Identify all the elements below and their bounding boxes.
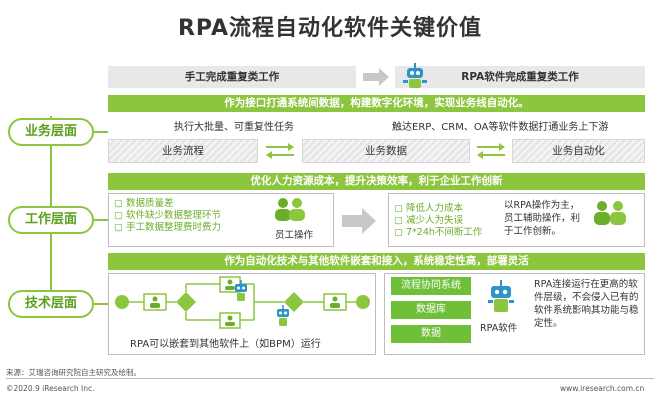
header-rpa-label: RPA软件完成重复类工作 bbox=[395, 66, 645, 88]
footer-source: 来源：艾瑞咨询研究院自主研究及绘制。 bbox=[6, 368, 141, 377]
flow-business-process: 业务流程 bbox=[108, 139, 258, 163]
arrow-right-icon bbox=[340, 206, 378, 236]
tech-robot-caption: RPA软件 bbox=[480, 323, 518, 334]
robot-icon bbox=[274, 305, 292, 327]
robot-people-icon bbox=[590, 199, 640, 227]
page-title: RPA流程自动化软件关键价值 bbox=[177, 16, 483, 41]
tech-left-caption: RPA可以嵌套到其他软件上（如BPM）运行 bbox=[130, 339, 321, 350]
tech-layer-pill: 技术层面 bbox=[8, 290, 94, 318]
employee-icon bbox=[270, 196, 310, 222]
footer-copyright: ©2020.9 iResearch Inc. bbox=[6, 384, 95, 393]
list-item: ▢ 软件缺少数据整理环节 bbox=[114, 210, 222, 221]
robot-icon bbox=[487, 280, 515, 314]
tech-bar: 作为自动化技术与其他软件嵌套和接入，系统稳定性高，部署灵活 bbox=[108, 253, 645, 270]
arrow-right-icon bbox=[361, 66, 391, 88]
work-layer-pill: 工作层面 bbox=[8, 206, 94, 234]
list-item: ▢ 7*24h不间断工作 bbox=[394, 227, 483, 238]
footer-site: www.iresearch.com.cn bbox=[560, 384, 645, 393]
robot-icon bbox=[402, 62, 428, 90]
swap-arrows-icon bbox=[475, 142, 507, 160]
bpm-flow-diagram bbox=[112, 276, 372, 332]
robot-icon bbox=[232, 280, 250, 302]
work-right-caption: 以RPA操作为主，员工辅助操作，利于工作创新。 bbox=[504, 200, 581, 237]
list-item: ▢ 数据质量差 bbox=[114, 198, 174, 209]
footer-divider bbox=[6, 378, 654, 379]
list-item: ▢ 降低人力成本 bbox=[394, 203, 464, 214]
tech-box-workflow-system: 流程协同系统 bbox=[391, 277, 471, 295]
flow-business-automation: 业务自动化 bbox=[512, 139, 645, 163]
swap-arrows-icon bbox=[264, 142, 296, 160]
work-right-list: ▢ 降低人力成本 ▢ 减少人为失误 ▢ 7*24h不间断工作 bbox=[394, 203, 482, 239]
work-left-list: ▢ 数据质量差 ▢ 软件缺少数据整理环节 ▢ 手工数据整理费时费力 bbox=[114, 198, 221, 234]
work-connector bbox=[94, 219, 108, 221]
list-item: ▢ 手工数据整理费时费力 bbox=[114, 222, 222, 233]
flow-business-data: 业务数据 bbox=[302, 139, 470, 163]
list-item: ▢ 减少人为失误 bbox=[394, 215, 464, 226]
work-left-caption: 员工操作 bbox=[275, 230, 314, 241]
work-bar: 优化人力资源成本，提升决策效率，利于企业工作创新 bbox=[108, 173, 645, 190]
tech-box-database: 数据库 bbox=[391, 301, 471, 319]
tech-right-caption: RPA连接运行在更高的软件层级，不会侵入已有的软件系统影响其功能与稳定性。 bbox=[534, 279, 639, 329]
tech-box-data: 数据 bbox=[391, 325, 471, 343]
tech-connector bbox=[94, 303, 108, 305]
business-right-text: 触达ERP、CRM、OA等软件数据打通业务上下游 bbox=[392, 122, 609, 133]
business-connector bbox=[94, 131, 108, 133]
business-bar: 作为接口打通系统间数据，构建数字化环境，实现业务线自动化。 bbox=[108, 95, 645, 112]
header-manual-label: 手工完成重复类工作 bbox=[108, 66, 356, 88]
business-left-text: 执行大批量、可重复性任务 bbox=[174, 122, 294, 133]
business-layer-pill: 业务层面 bbox=[8, 118, 94, 146]
